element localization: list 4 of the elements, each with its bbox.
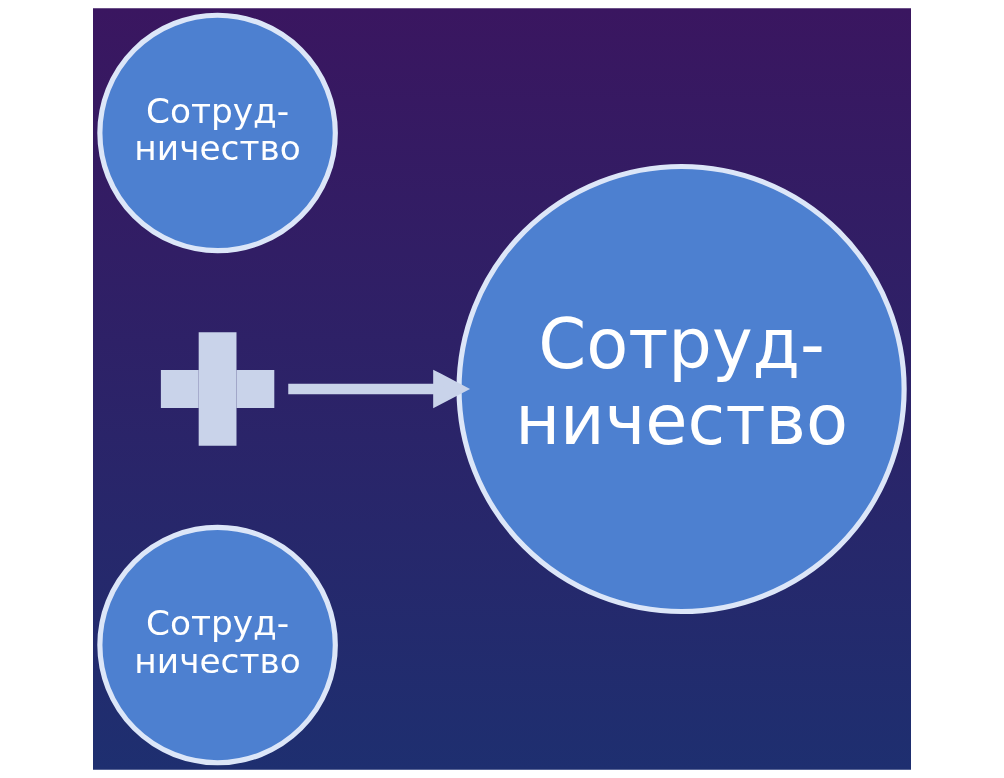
arrow — [288, 369, 471, 409]
node-circle: Сотруд- ничество — [456, 163, 907, 615]
node-circle: Сотруд- ничество — [97, 12, 338, 254]
node-circle: Сотруд- ничество — [97, 524, 338, 766]
